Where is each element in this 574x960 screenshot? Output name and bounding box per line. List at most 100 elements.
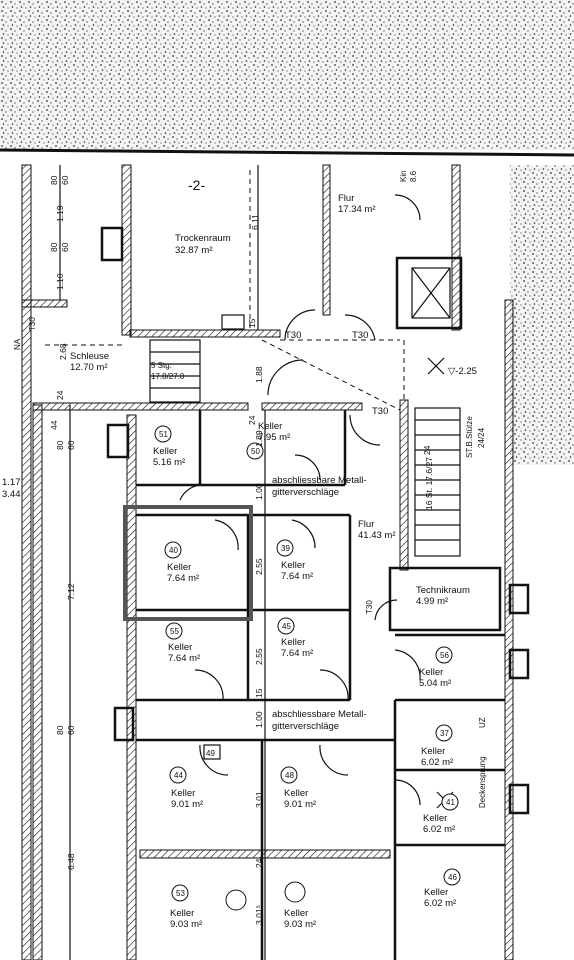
room-name: Keller (168, 642, 192, 653)
dimension-label: 80 (49, 242, 59, 252)
note: 3.44 (2, 489, 21, 500)
room-number: 45 (282, 622, 291, 631)
dimension-label: 24 (55, 390, 65, 400)
dimension-label: 3.01⁵ (254, 905, 264, 925)
room-name: Technikraum (416, 585, 470, 596)
room-number: 51 (159, 430, 168, 439)
wall-trockenraum-left (121, 164, 132, 336)
room-area: 7.64 m² (168, 653, 200, 664)
selection-highlight (123, 505, 253, 621)
note: abschliessbare Metall- (272, 475, 367, 486)
room-number-circle (154, 425, 172, 443)
room-area: 32.87 m² (175, 245, 213, 256)
window (508, 583, 530, 615)
room-area: 7.64 m² (281, 648, 313, 659)
room-number-circle (171, 884, 189, 902)
door-swing (294, 454, 321, 481)
door-swing (214, 519, 239, 551)
dimension-label: 1.00 (254, 711, 264, 728)
dimension-label: 60 (66, 440, 76, 450)
room-name: Flur (358, 519, 374, 530)
room-number: 40 (169, 546, 178, 555)
stair-label: 16 St. 17.6/27 (424, 457, 434, 510)
column-marker (427, 357, 445, 375)
note: gitterverschläge (272, 487, 339, 498)
room-name: Keller (284, 788, 308, 799)
fire-door-label: T30 (28, 317, 37, 331)
sink (221, 314, 245, 330)
room-name: Schleuse (70, 351, 109, 362)
technikraum-walls (388, 566, 502, 632)
room-area: 7.95 m² (258, 432, 290, 443)
outer-wall-left (21, 164, 32, 960)
window (106, 423, 130, 459)
note: gitterverschläge (272, 721, 339, 732)
room-name: Keller (284, 908, 308, 919)
dimension-label: 24 (254, 858, 264, 868)
room-name: Keller (171, 788, 195, 799)
window (508, 648, 530, 680)
elevator-shaft (395, 256, 463, 330)
stair-count: 5 Stg. (151, 361, 172, 370)
wall-schleuse-top (21, 299, 68, 308)
door-swing (374, 599, 398, 621)
wall-right-outer (504, 299, 514, 960)
floor-label: -2- (188, 177, 205, 193)
dimension-label: 24 (422, 445, 432, 455)
room-area: 6.02 m² (421, 757, 453, 768)
room-area-fragment: 8.6 (409, 170, 418, 182)
dimension-label: 24 (247, 415, 257, 425)
room-area: 41.43 m² (358, 530, 396, 541)
fire-door-label: T30 (365, 600, 374, 614)
room-number-circle (165, 622, 183, 640)
note: ST.B.Stütze (465, 416, 474, 458)
room-area: 12.70 m² (70, 362, 108, 373)
outer-wall-inner-left (32, 404, 43, 960)
room-area: 6.02 m² (424, 898, 456, 909)
door-swing (291, 519, 316, 549)
dimension-label: 3.01 (254, 791, 264, 808)
note: abschliessbare Metall- (272, 709, 367, 720)
dimension-label: 60 (66, 725, 76, 735)
dimension-label: 2.68 (58, 343, 68, 360)
room-area: 5.04 m² (419, 678, 451, 689)
room-number-circle (276, 539, 294, 557)
dimension-label: 2.55 (254, 558, 264, 575)
dimension-label: 80 (55, 725, 65, 735)
dimension-label: 1.00 (254, 483, 264, 500)
room-number: 39 (281, 544, 290, 553)
wall-top-trockenraum (129, 329, 281, 338)
door-swing (394, 779, 421, 806)
dimension-label: 44 (49, 420, 59, 430)
room-area: 4.99 m² (416, 596, 448, 607)
room-number-circle (435, 646, 453, 664)
room-number: 50 (251, 447, 260, 456)
room-name: Keller (419, 667, 443, 678)
room-number: 55 (170, 627, 179, 636)
door-swing (284, 309, 316, 341)
note: 24/24 (477, 427, 486, 448)
dimension-label: 1.89 (254, 430, 264, 447)
room-name: Keller (421, 746, 445, 757)
room-number: 41 (446, 798, 455, 807)
dimension-label: 15 (247, 318, 257, 328)
room-number: 44 (174, 771, 183, 780)
dimension-label: 80 (55, 440, 65, 450)
room-name: Keller (281, 637, 305, 648)
note: UZ (478, 717, 487, 728)
door-swing (394, 649, 421, 681)
soil-texture-top (0, 0, 574, 150)
room-number-circle (169, 766, 187, 784)
note: Deckensprung (478, 756, 487, 808)
room-area: 9.01 m² (171, 799, 203, 810)
door-swing (344, 314, 376, 341)
room-name: Keller (170, 908, 194, 919)
room-name-fragment: Kin (399, 170, 408, 182)
dimension-label: 1.10 (55, 273, 65, 290)
room-area: 17.34 m² (338, 204, 376, 215)
dimension-label: 60 (60, 242, 70, 252)
dimension-label: 80 (49, 175, 59, 185)
room-number: 37 (440, 729, 449, 738)
window (113, 706, 135, 742)
